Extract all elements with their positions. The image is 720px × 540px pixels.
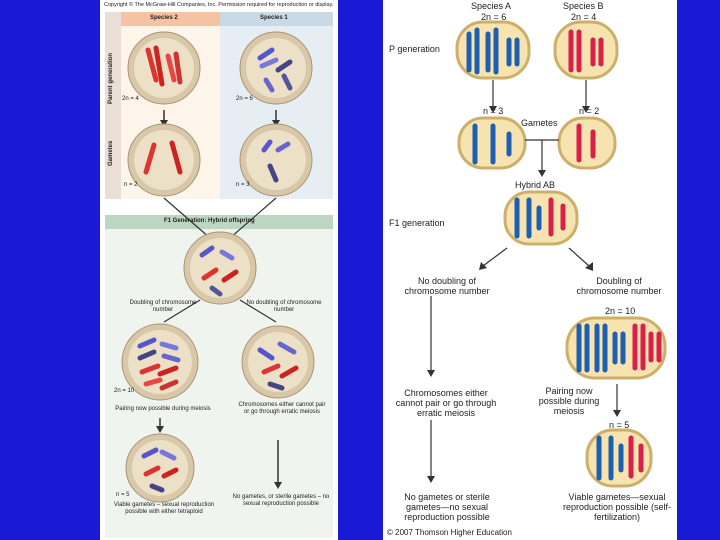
- left-figure-panel: Copyright © The McGraw-Hill Companies, I…: [100, 0, 338, 540]
- species-b-ploidy: 2n = 4: [571, 12, 597, 22]
- right-figure-panel: Species A 2n = 6 Species B 2n = 4 P gene…: [383, 0, 677, 540]
- left-erratic-label: Chromosomes either cannot pair or go thr…: [238, 402, 326, 415]
- hybrid-ab-label: Hybrid AB: [515, 180, 556, 190]
- left-copyright: Copyright © The McGraw-Hill Companies, I…: [104, 2, 334, 8]
- gametes-b-ploidy: n = 2: [579, 106, 600, 116]
- species-a-label: Species A: [471, 1, 512, 11]
- left-tetraploid-ploidy: 2n = 10: [114, 388, 135, 394]
- p-generation-label: P generation: [389, 44, 440, 54]
- species1-parent-ploidy: 2n = 6: [236, 96, 253, 102]
- gametes-a-ploidy: n = 3: [483, 106, 504, 116]
- left-pairing-label: Pairing now possible during meiosis: [115, 406, 211, 412]
- species2-header: Species 2: [150, 15, 178, 21]
- gametes-label: Gametes: [521, 118, 558, 128]
- species1-header: Species 1: [260, 15, 288, 21]
- left-haploid-ploidy: n = 5: [116, 492, 130, 498]
- right-doubling-label: Doubling of chromosome number: [576, 276, 662, 296]
- right-haploid-ploidy: n = 5: [609, 420, 630, 430]
- species2-gamete-ploidy: n = 2: [124, 182, 138, 188]
- right-no-doubling-label: No doubling of chromosome number: [404, 276, 490, 296]
- right-tetraploid-ploidy: 2n = 10: [605, 306, 636, 316]
- right-pairing-label: Pairing now possible during meiosis: [538, 386, 600, 416]
- species1-gamete-ploidy: n = 3: [236, 182, 250, 188]
- right-figure-graphics: [427, 20, 667, 488]
- left-figure-graphics: [105, 12, 333, 538]
- left-doubling-label: Doubling of chromosome number: [129, 300, 197, 313]
- species2-parent-ploidy: 2n = 4: [122, 96, 139, 102]
- left-no-gametes-label: No gametes, or sterile gametes – no sexu…: [232, 494, 330, 507]
- right-copyright: © 2007 Thomson Higher Education: [387, 528, 512, 537]
- right-no-gametes-label: No gametes or sterile gametes—no sexual …: [404, 492, 490, 522]
- left-viable-label: Viable gametes – sexual reproduction pos…: [113, 502, 215, 515]
- species-b-label: Species B: [563, 1, 604, 11]
- right-erratic-label: Chromosomes either cannot pair or go thr…: [395, 388, 497, 418]
- right-viable-label: Viable gametes—sexual reproduction possi…: [562, 492, 672, 522]
- f1-header: F1 Generation: Hybrid offspring: [164, 218, 255, 224]
- left-no-doubling-label: No doubling of chromosome number: [246, 300, 322, 313]
- parent-generation-label: Parent generation: [108, 52, 114, 104]
- species-a-ploidy: 2n = 6: [481, 12, 507, 22]
- f1-generation-label: F1 generation: [389, 218, 445, 228]
- gametes-row-label: Gametes: [108, 140, 114, 166]
